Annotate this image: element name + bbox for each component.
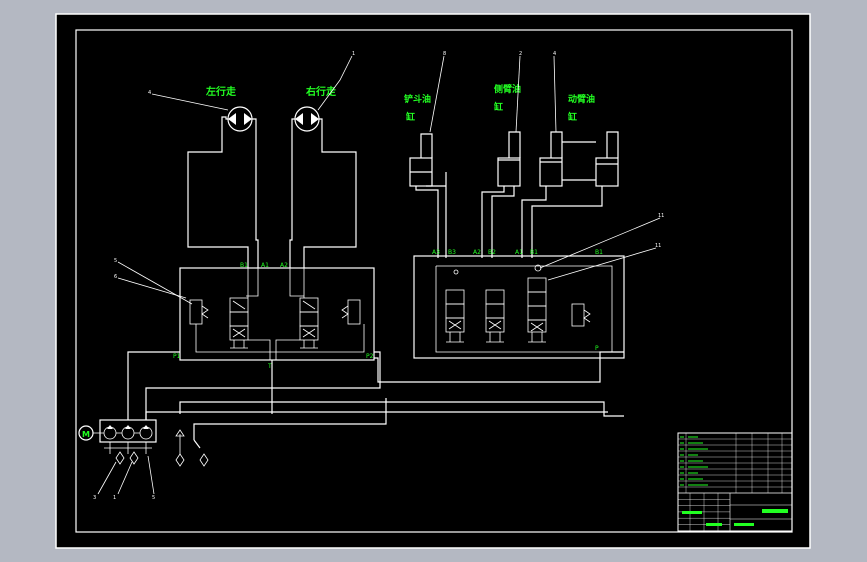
leader-lines-right (429, 55, 661, 281)
right-travel-label: 右行走 (305, 85, 337, 98)
port-a3-right: A3 (432, 249, 440, 256)
leader-n7: 4 (553, 51, 556, 57)
leader-n8: 11 (658, 213, 664, 219)
port-b1-right: B1 (530, 249, 538, 256)
left-motor-pipes (187, 116, 259, 268)
svg-text:M: M (82, 430, 90, 439)
sheet-outer-border (55, 13, 811, 549)
boom-cyl-label-2: 缸 (567, 111, 577, 123)
leader-n1: 4 (148, 90, 151, 96)
port-b2-right: B2 (488, 249, 496, 256)
leader-n6: 2 (519, 51, 522, 57)
leader-n3: 5 (114, 258, 117, 264)
port-p2-left: P2 (366, 353, 374, 360)
pump-group: M (78, 419, 209, 467)
side-arm-cylinder (497, 131, 521, 187)
port-p1-left: P1 (173, 353, 181, 360)
bucket-cyl-label-1: 铲斗油 (404, 93, 431, 105)
bucket-cyl-label-2: 缸 (405, 111, 415, 123)
boom-cyl-label-1: 动臂油 (568, 93, 595, 105)
side-cyl-label-2: 缸 (493, 101, 503, 113)
left-multiway-valve (179, 267, 375, 361)
bucket-cylinder (409, 133, 433, 187)
leader-lines-left (97, 55, 353, 495)
port-p-right: P (595, 345, 599, 352)
side-cyl-label-1: 侧臂油 (494, 83, 521, 95)
leader-n9: 11 (655, 243, 661, 249)
leader-n5: 8 (443, 51, 446, 57)
port-a2-left: A2 (280, 262, 288, 269)
leader-n4: 6 (114, 274, 117, 280)
port-a2-right: A2 (473, 249, 481, 256)
left-travel-label: 左行走 (205, 85, 237, 98)
port-b3-right: B3 (448, 249, 456, 256)
right-motor-pipes (289, 118, 357, 268)
port-b1-left: B1 (240, 262, 248, 269)
port-t-left: T (267, 363, 272, 370)
port-a1-right: A1 (515, 249, 523, 256)
cylinder-pipes (415, 172, 603, 258)
port-a1-left: A1 (261, 262, 269, 269)
leader-n12: 5 (152, 495, 155, 501)
title-block (677, 432, 793, 532)
sheet-inner-border (75, 29, 793, 533)
boom-cylinder-left (539, 131, 563, 187)
leader-n2: 1 (352, 51, 355, 57)
boom-cylinder-right (562, 131, 619, 187)
leader-n11: 1 (113, 495, 116, 501)
port-b1b-right: B1 (595, 249, 603, 256)
supply-return-lines (127, 351, 624, 449)
leader-n10: 3 (93, 495, 96, 501)
